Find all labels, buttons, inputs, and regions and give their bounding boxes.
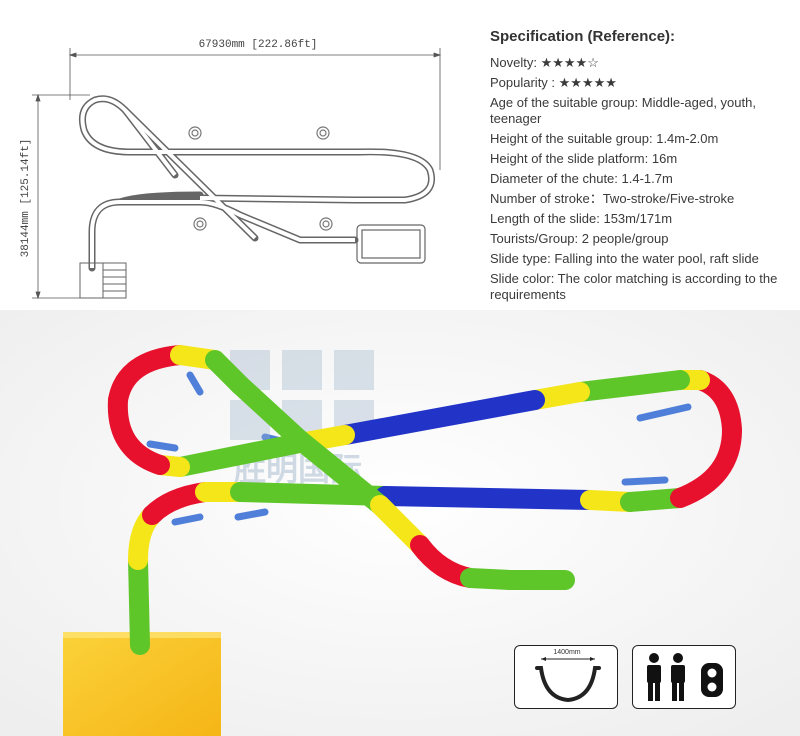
group-size-box	[632, 645, 736, 709]
height-dimension-label: 38144mm [125.14ft]	[20, 139, 32, 258]
two-people-icon	[647, 653, 723, 701]
spec-slide-type: Slide type: Falling into the water pool,…	[490, 251, 759, 266]
specification-panel: Specification (Reference): Novelty: ★★★★…	[490, 28, 790, 307]
spec-novelty: Novelty: ★★★★☆	[490, 55, 599, 70]
specification-title: Specification (Reference):	[490, 28, 676, 45]
spec-length: Length of the slide: 153m/171m	[490, 211, 673, 226]
spec-tourists: Tourists/Group: 2 people/group	[490, 231, 669, 246]
slide-tube-lower-loop	[107, 345, 742, 655]
spec-platform-height: Height of the slide platform: 16m	[490, 151, 678, 166]
spec-height-group: Height of the suitable group: 1.4m-2.0m	[490, 131, 719, 146]
spec-chute-diameter: Diameter of the chute: 1.4-1.7m	[490, 171, 673, 186]
height-dimension	[32, 93, 90, 300]
spec-slide-color: Slide color: The color matching is accor…	[490, 271, 778, 302]
spec-stroke: Number of stroke：Two-stroke/Five-stroke	[490, 191, 735, 206]
support-towers	[188, 126, 333, 231]
slide-plan-inner	[80, 96, 434, 268]
chute-width-label: 1400mm	[553, 649, 581, 656]
width-dimension	[68, 48, 442, 170]
landing-pool	[356, 224, 426, 264]
width-dimension-label: 67930mm [222.86ft]	[199, 39, 318, 51]
spec-age-group: Age of the suitable group: Middle-aged, …	[490, 95, 756, 126]
raft-icon	[701, 663, 723, 697]
chute-cross-section-icon	[535, 657, 601, 703]
chute-cross-section-box: 1400mm	[514, 645, 618, 709]
spec-popularity: Popularity : ★★★★★	[490, 75, 617, 90]
technical-drawing: 67930mm [222.86ft] 38144mm [125.14ft]	[20, 39, 442, 300]
start-platform	[79, 262, 127, 299]
